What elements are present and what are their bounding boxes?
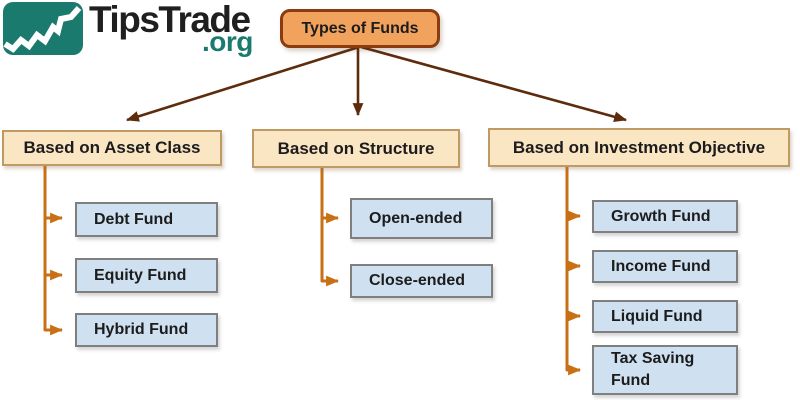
root-node-types-of-funds: Types of Funds — [280, 9, 440, 48]
leaf-label: Open-ended — [369, 209, 463, 227]
leaf-node-open-ended: Open-ended — [350, 198, 493, 239]
leaf-label: Liquid Fund — [611, 307, 703, 325]
leaf-label: Growth Fund — [611, 207, 711, 225]
leaf-label: Income Fund — [611, 257, 711, 275]
leaf-node-growth-fund: Growth Fund — [592, 200, 738, 233]
leaf-node-close-ended: Close-ended — [350, 264, 493, 298]
leaf-label: Debt Fund — [94, 210, 174, 228]
category-label: Based on Asset Class — [23, 138, 201, 157]
category-node-asset-class: Based on Asset Class — [2, 130, 222, 166]
leaf-node-hybrid-fund: Hybrid Fund — [75, 313, 218, 347]
category-label: Based on Investment Objective — [512, 137, 766, 157]
leaf-label: Close-ended — [369, 272, 466, 290]
root-label: Types of Funds — [301, 19, 419, 37]
brand-name: TipsTrade — [89, 0, 251, 40]
leaf-node-debt-fund: Debt Fund — [75, 202, 218, 237]
leaf-node-income-fund: Income Fund — [592, 250, 738, 283]
leaf-label: Equity Fund — [94, 266, 187, 284]
leaf-label: Tax Saving Fund — [611, 350, 695, 389]
leaf-node-liquid-fund: Liquid Fund — [592, 300, 738, 333]
category-label: Based on Structure — [277, 138, 435, 158]
leaf-node-equity-fund: Equity Fund — [75, 258, 218, 293]
category-node-structure: Based on Structure — [252, 129, 460, 168]
leaf-node-tax-saving-fund: Tax Saving Fund — [592, 345, 738, 395]
line-chart-icon — [3, 2, 83, 55]
leaf-label: Hybrid Fund — [94, 321, 189, 339]
category-node-investment-objective: Based on Investment Objective — [488, 128, 790, 167]
brand-tld: .org — [202, 26, 253, 57]
